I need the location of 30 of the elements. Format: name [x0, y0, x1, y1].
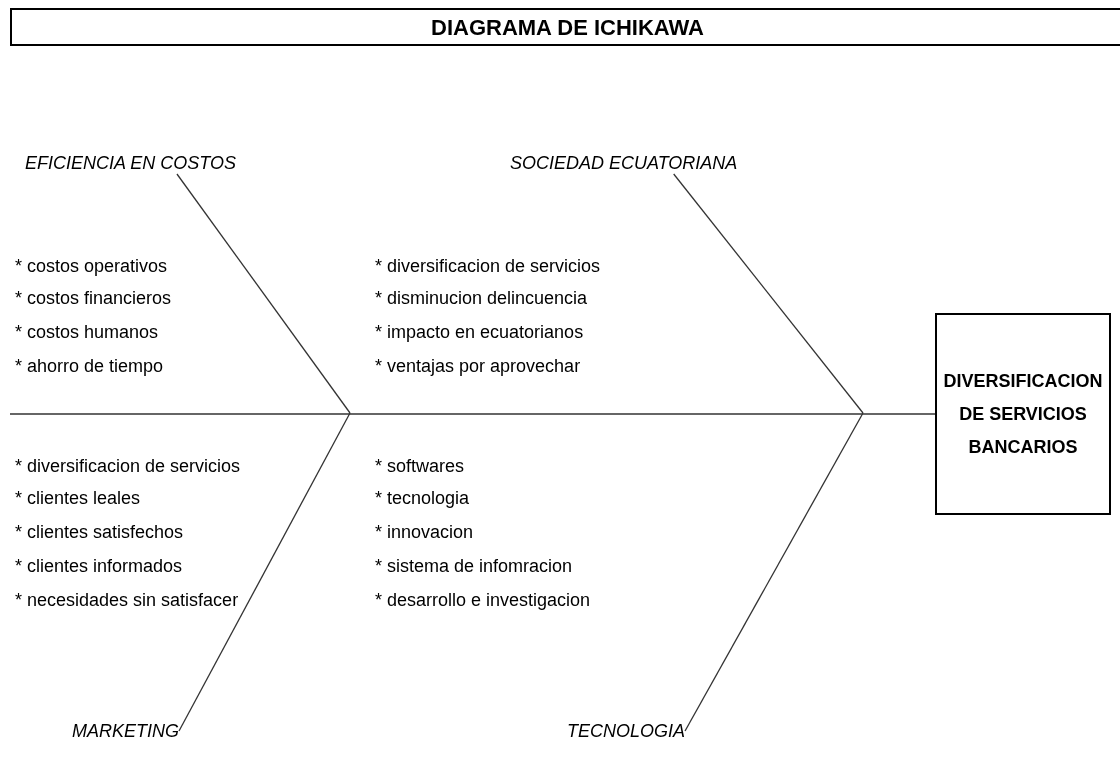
effect-text: DIVERSIFICACION DE SERVICIOS BANCARIOS — [943, 369, 1103, 459]
cause-item: * costos humanos — [15, 321, 159, 343]
cause-item: * diversificacion de servicios — [375, 255, 601, 277]
effect-box — [935, 313, 1111, 515]
cause-item: * clientes satisfechos — [15, 521, 184, 543]
category-label: TECNOLOGIA — [567, 720, 686, 742]
cause-item: * costos operativos — [15, 255, 168, 277]
cause-item: * diversificacion de servicios — [15, 455, 241, 477]
spine-line — [9, 413, 936, 415]
title: DIAGRAMA DE ICHIKAWA — [430, 15, 705, 41]
bone-line — [684, 412, 864, 732]
category-label: SOCIEDAD ECUATORIANA — [510, 152, 738, 174]
cause-item: * ahorro de tiempo — [15, 355, 164, 377]
cause-item: * clientes informados — [15, 555, 183, 577]
cause-item: * costos financieros — [15, 287, 172, 309]
cause-item: * tecnologia — [375, 487, 470, 509]
bone-line — [178, 412, 351, 732]
cause-item: * softwares — [375, 455, 465, 477]
cause-item: * impacto en ecuatorianos — [375, 321, 584, 343]
cause-item: * ventajas por aprovechar — [375, 355, 581, 377]
cause-item: * sistema de infomracion — [375, 555, 573, 577]
cause-item: * necesidades sin satisfacer — [15, 589, 239, 611]
category-label: MARKETING — [72, 720, 179, 742]
cause-item: * disminucion delincuencia — [375, 287, 588, 309]
bone-line — [673, 173, 864, 414]
cause-item: * clientes leales — [15, 487, 141, 509]
bone-line — [176, 173, 351, 414]
category-label: EFICIENCIA EN COSTOS — [25, 152, 237, 174]
cause-item: * desarrollo e investigacion — [375, 589, 591, 611]
cause-item: * innovacion — [375, 521, 474, 543]
